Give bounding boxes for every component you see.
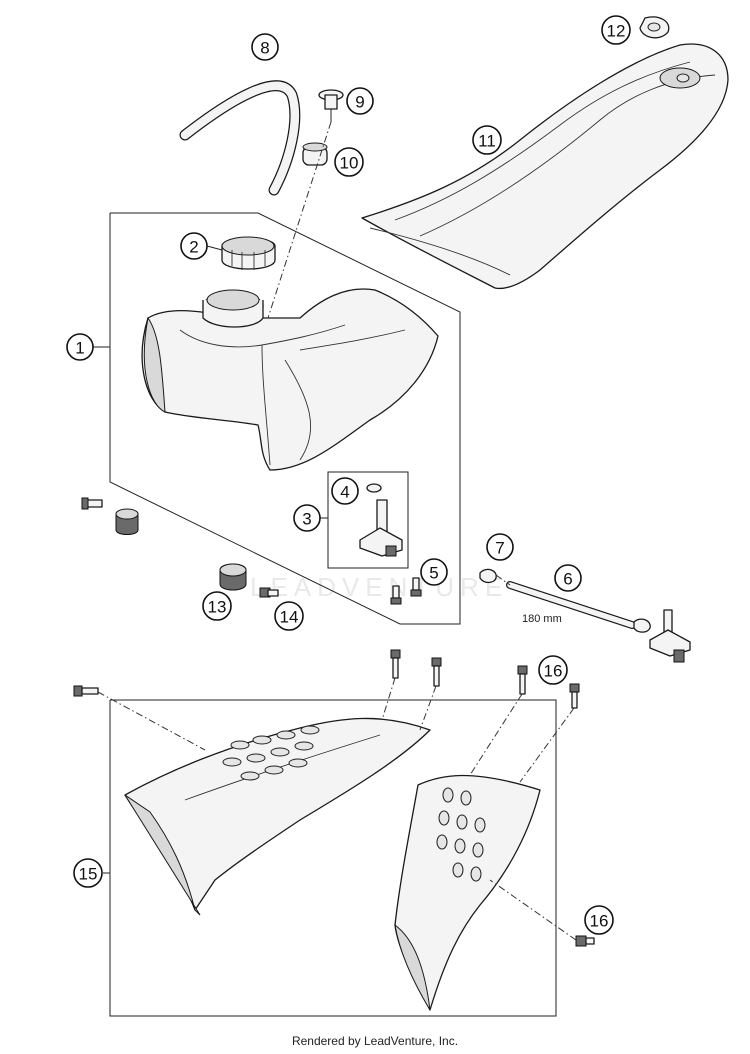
hose-clamp <box>479 568 651 633</box>
bushing-13 <box>219 563 247 591</box>
svg-text:9: 9 <box>355 93 364 112</box>
skid-plate-right <box>394 774 541 1011</box>
watermark-text: LEADVENTURE <box>250 572 508 602</box>
seat-washer <box>639 16 670 39</box>
svg-text:8: 8 <box>260 39 269 58</box>
svg-text:6: 6 <box>563 570 572 589</box>
bolt-14 <box>259 587 279 598</box>
svg-text:14: 14 <box>280 608 299 627</box>
fuel-cap <box>221 236 276 270</box>
leader-lines <box>93 245 223 874</box>
callout-16-bottom: 16 <box>584 905 614 935</box>
svg-text:10: 10 <box>340 154 359 173</box>
fuel-tap-right <box>649 609 691 663</box>
fuel-line <box>506 581 636 629</box>
screw-5 <box>390 577 422 605</box>
svg-text:7: 7 <box>495 539 504 558</box>
callout-9: 9 <box>346 87 374 115</box>
svg-text:1: 1 <box>75 339 84 358</box>
o-ring <box>366 483 382 493</box>
mounting-bolt-left <box>81 497 103 510</box>
svg-text:3: 3 <box>302 510 311 529</box>
svg-text:16: 16 <box>590 912 609 931</box>
callout-2: 2 <box>180 232 208 260</box>
fuel-tap <box>359 499 403 557</box>
rubber-bushing <box>115 508 139 535</box>
svg-text:4: 4 <box>340 483 349 502</box>
svg-text:2: 2 <box>189 238 198 257</box>
assembly-lines-skid <box>97 677 577 941</box>
callout-3: 3 <box>293 504 321 532</box>
callout-15: 15 <box>73 858 103 888</box>
tank-assembly-frame <box>109 212 461 625</box>
callout-13: 13 <box>202 591 232 621</box>
svg-text:12: 12 <box>607 22 626 41</box>
svg-text:16: 16 <box>544 662 563 681</box>
callout-16-top: 16 <box>538 655 568 685</box>
svg-text:5: 5 <box>429 564 438 583</box>
breather-valve <box>318 89 344 122</box>
assembly-line-clamp <box>495 574 511 586</box>
skid-plate-frame <box>109 699 557 1017</box>
skid-plate-bolts <box>73 649 595 947</box>
callout-1: 1 <box>66 333 94 361</box>
seat <box>361 43 729 290</box>
fuel-tank <box>141 288 439 471</box>
svg-text:11: 11 <box>478 132 496 151</box>
fuel-tap-frame <box>327 471 409 569</box>
callout-5: 5 <box>420 558 448 586</box>
assembly-line-vent <box>267 121 332 319</box>
svg-text:15: 15 <box>79 865 98 884</box>
callout-7: 7 <box>486 533 514 561</box>
callout-14: 14 <box>274 601 304 631</box>
callout-10: 10 <box>334 147 364 177</box>
callout-12: 12 <box>601 15 631 45</box>
callout-8: 8 <box>251 33 279 61</box>
skid-plate-left <box>124 717 431 916</box>
svg-text:13: 13 <box>208 598 227 617</box>
render-credit: Rendered by LeadVenture, Inc. <box>291 1034 459 1048</box>
callout-4: 4 <box>331 477 359 505</box>
callout-6: 6 <box>554 564 582 592</box>
dimension-label: 180 mm <box>522 613 562 625</box>
callout-11: 11 <box>472 125 502 155</box>
